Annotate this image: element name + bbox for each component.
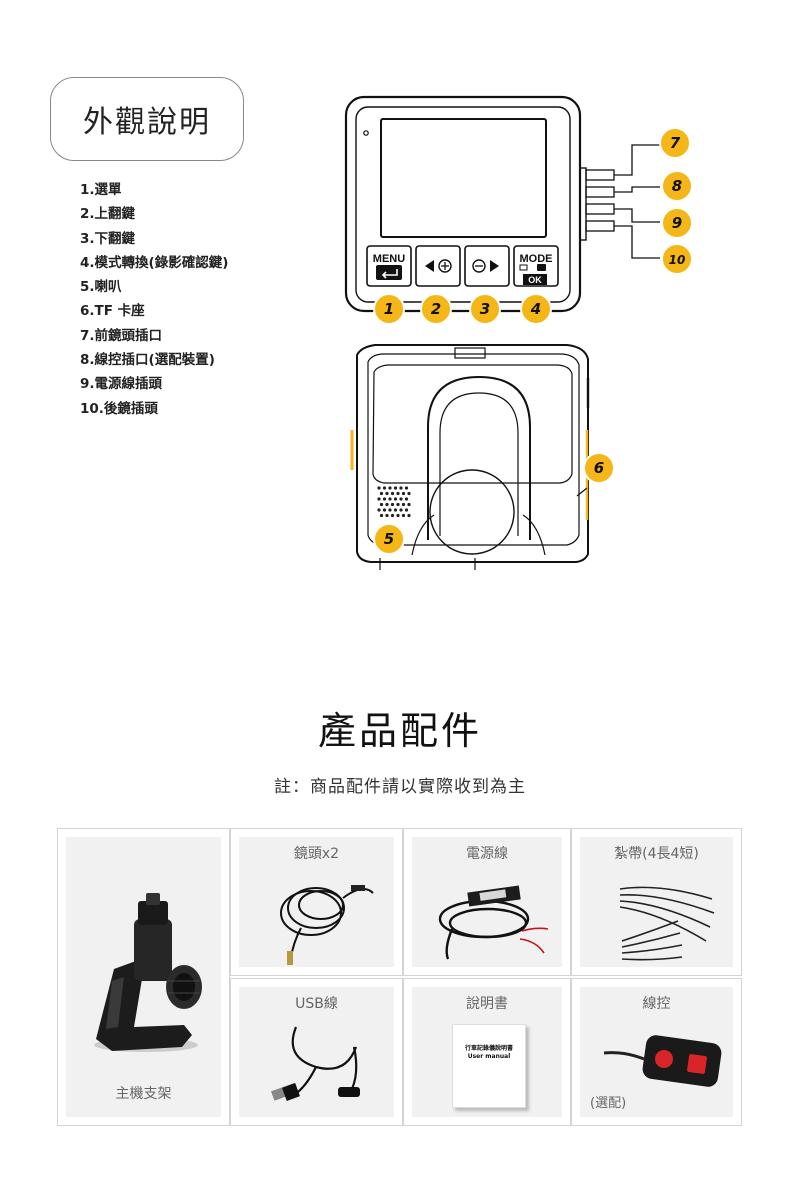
manual-cover-title: 行車記錄儀說明書 (464, 1045, 513, 1052)
accessories-note: 註：商品配件請以實際收到為主 (274, 777, 526, 797)
up-button-icon (425, 259, 452, 273)
manual-cover: 行車記錄儀說明書 User manual (452, 1024, 526, 1108)
feature-item: 10.後鏡插頭 (80, 400, 158, 417)
callout-marker: 6 (583, 452, 615, 484)
leader-lines (614, 144, 660, 259)
callout-marker-label: 8 (672, 177, 682, 195)
callout-marker-label: 4 (530, 300, 541, 318)
menu-button-icon: MENU (373, 253, 405, 280)
camera-cable-image (280, 885, 374, 965)
callout-marker-label: 3 (480, 300, 490, 318)
feature-item: 1.選單 (80, 182, 122, 198)
cable-ties-image (619, 886, 715, 961)
mount-bracket-image (94, 893, 202, 1052)
callout-markers: 1 2 3 4 5 6 7 8 9 10 (373, 127, 693, 555)
feature-item: 5.喇叭 (80, 279, 122, 296)
feature-item: 9.電源線插頭 (80, 376, 163, 393)
speaker-grille-icon (377, 486, 411, 518)
mode-button-icon: MODE OK (519, 253, 553, 285)
menu-label: MENU (373, 253, 405, 265)
callout-marker-label: 9 (672, 214, 682, 232)
accessory-card-usb-cable: USB線 (230, 978, 403, 1126)
callout-marker: 8 (661, 170, 693, 202)
section-title-box: 外觀說明 (50, 77, 244, 161)
accessory-card-mount: 主機支架 (57, 828, 230, 1126)
accessory-label: 鏡頭x2 (293, 846, 340, 862)
accessory-panel (580, 837, 733, 967)
callout-marker-label: 7 (670, 134, 681, 152)
manual-cover-subtitle: User manual (467, 1053, 511, 1060)
power-cable-image (438, 885, 549, 960)
callout-marker: 5 (373, 523, 405, 555)
callout-marker-label: 5 (384, 530, 394, 548)
feature-item: 6.TF 卡座 (80, 303, 145, 320)
accessory-card-remote: 線控 (選配) (571, 978, 742, 1126)
feature-item: 2.上翻鍵 (80, 206, 136, 223)
callout-marker: 10 (661, 243, 693, 275)
accessory-card-camera-cable: 鏡頭x2 (230, 828, 403, 976)
accessory-panel (239, 987, 394, 1117)
feature-item: 4.模式轉換(錄影確認鍵) (80, 254, 229, 271)
callout-marker-label: 6 (594, 459, 604, 477)
accessory-card-cable-ties: 紮帶(4長4短) (571, 828, 742, 976)
feature-item: 7.前鏡頭插口 (80, 327, 163, 344)
accessory-card-power-cable: 電源線 (403, 828, 571, 976)
accessory-panel (239, 837, 394, 967)
accessory-label: 線控 (642, 996, 671, 1012)
callout-marker: 1 (373, 293, 405, 325)
device-diagram: MENU MODE OK (344, 95, 693, 570)
accessory-label: 紮帶(4長4短) (614, 846, 699, 862)
accessory-note: (選配) (590, 1096, 627, 1111)
mode-label: MODE (520, 253, 553, 265)
feature-list: 1.選單 2.上翻鍵 3.下翻鍵 4.模式轉換(錄影確認鍵) 5.喇叭 6.TF… (80, 178, 228, 421)
down-button-icon (472, 259, 499, 273)
callout-marker: 2 (420, 293, 452, 325)
callout-marker: 4 (520, 293, 552, 325)
callout-marker: 3 (469, 293, 501, 325)
feature-item: 3.下翻鍵 (80, 230, 136, 247)
accessory-label: 說明書 (466, 996, 508, 1012)
accessories-title: 產品配件 (317, 709, 482, 753)
accessory-label: 電源線 (466, 846, 508, 862)
callout-marker-label: 10 (669, 253, 686, 267)
callout-marker: 9 (661, 207, 693, 239)
accessory-card-manual: 說明書 行車記錄儀說明書 User manual (403, 978, 571, 1126)
remote-control-image (603, 1035, 722, 1087)
feature-item: 8.線控插口(選配裝置) (80, 352, 215, 369)
accessory-label: 主機支架 (115, 1086, 172, 1102)
ok-label: OK (528, 275, 542, 285)
device-back-view (350, 344, 590, 570)
usb-cable-image (271, 1026, 360, 1101)
callout-marker-label: 1 (384, 300, 394, 318)
callout-marker: 7 (659, 127, 691, 159)
section-title: 外觀說明 (83, 105, 211, 140)
accessory-label: USB線 (295, 996, 338, 1012)
callout-marker-label: 2 (431, 300, 441, 318)
